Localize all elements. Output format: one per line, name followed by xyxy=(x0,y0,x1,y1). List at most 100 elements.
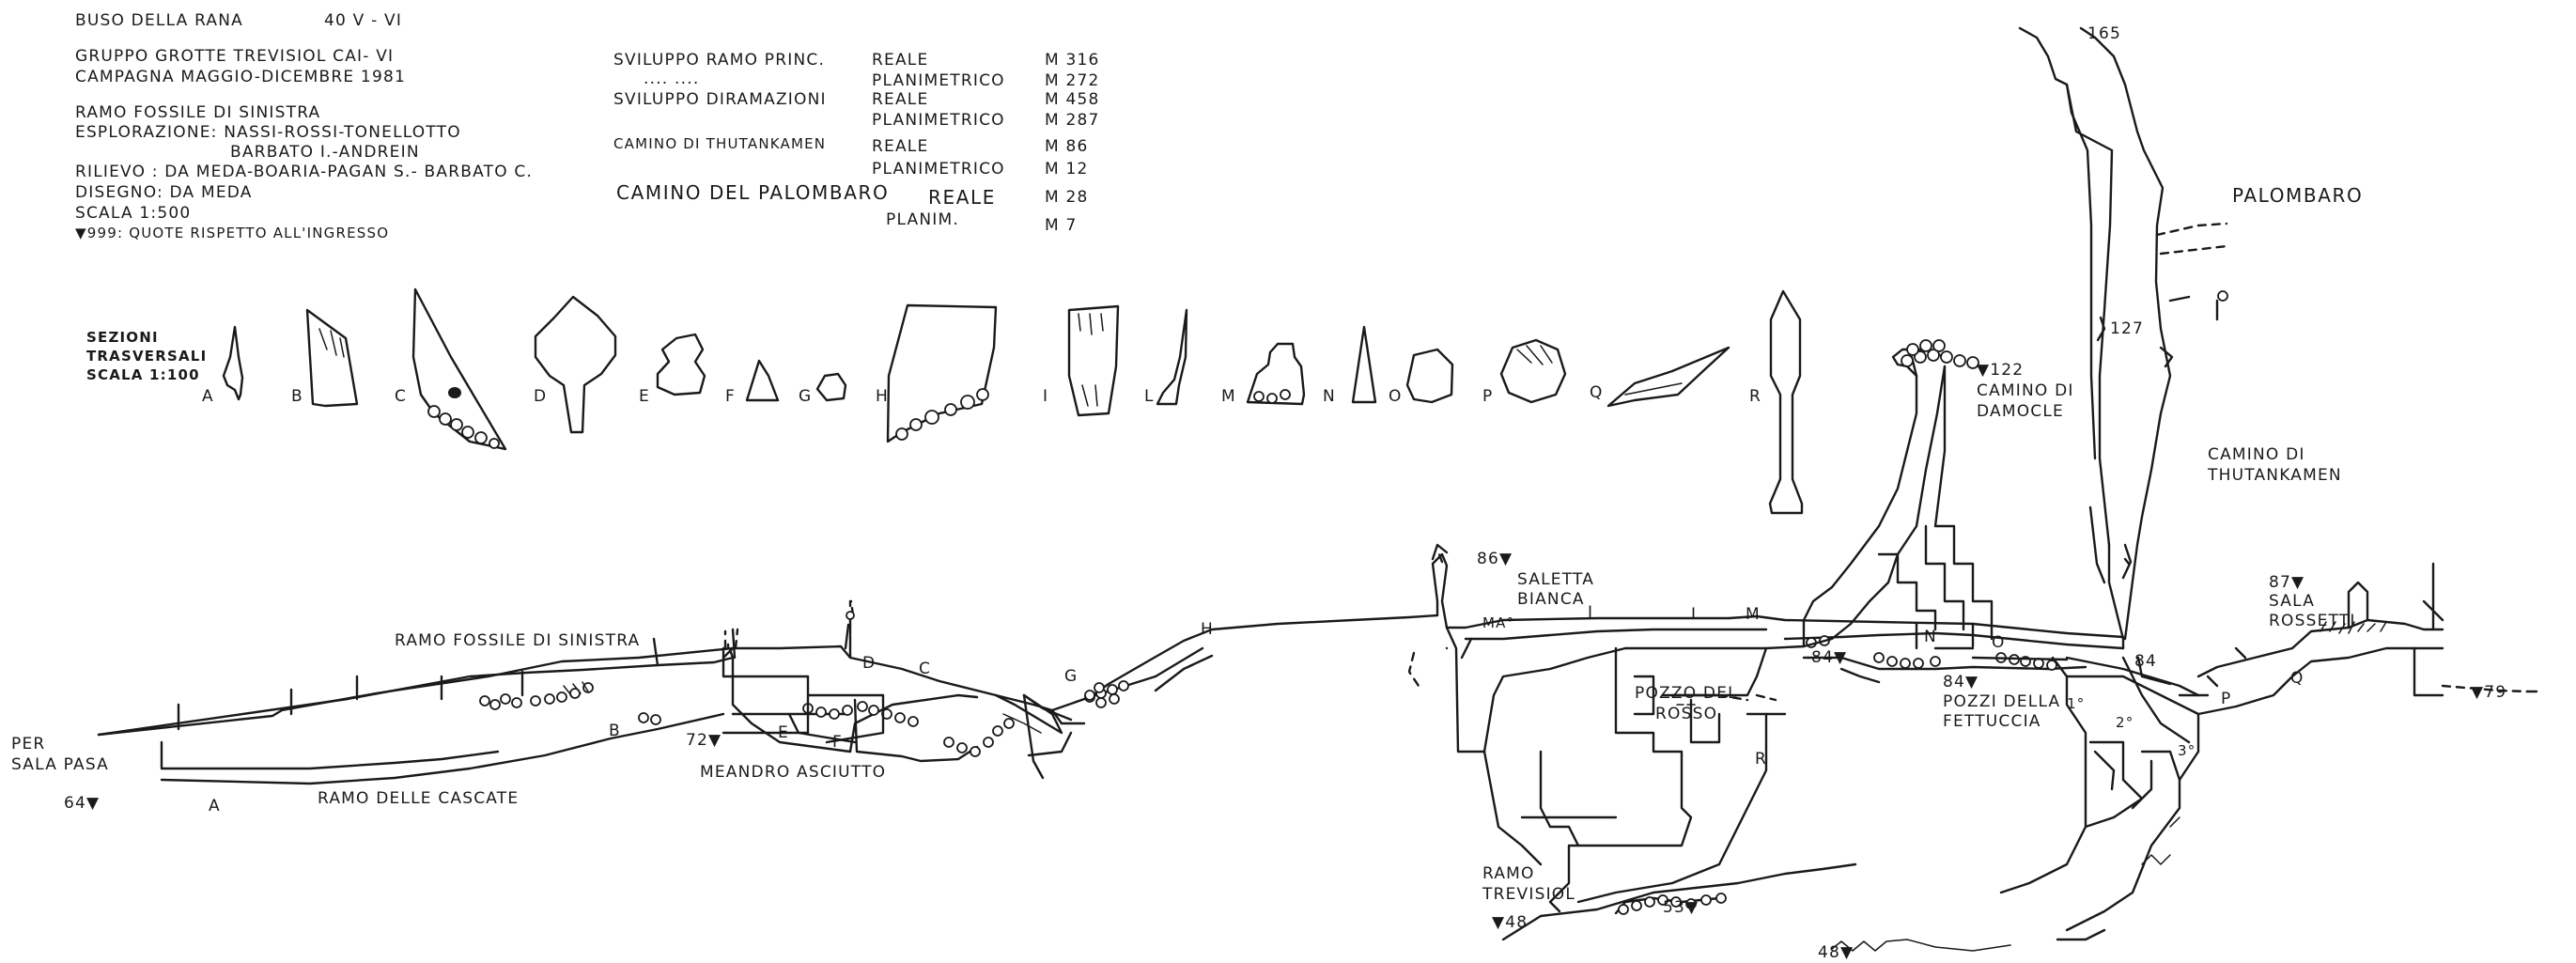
meas-type-2: REALE xyxy=(872,90,929,109)
map-letter-a: A xyxy=(209,797,221,815)
meas-type-7: PLANIM. xyxy=(886,210,959,229)
section-e xyxy=(656,333,706,396)
section-p xyxy=(1499,338,1567,404)
map-letter-h: H xyxy=(1201,620,1214,639)
meas-label-4: CAMINO DI THUTANKAMEN xyxy=(613,135,827,152)
section-m xyxy=(1246,342,1306,406)
branch-title: RAMO FOSSILE DI SINISTRA xyxy=(75,103,321,122)
section-i xyxy=(1067,304,1120,417)
meas-type-3: PLANIMETRICO xyxy=(872,111,1005,130)
quote-48a: ▼48 xyxy=(1492,913,1529,932)
section-h xyxy=(886,303,998,443)
sections-title-2: TRASVERSALI xyxy=(86,348,208,365)
meas-type-6: REALE xyxy=(928,186,996,209)
quote-79: ▼79 xyxy=(2471,683,2507,702)
label-sala-rossetti-1: SALA xyxy=(2269,592,2316,611)
quote-legend: ▼999: QUOTE RISPETTO ALL'INGRESSO xyxy=(75,225,390,241)
quote-127: 127 xyxy=(2110,319,2145,338)
map-letter-f: F xyxy=(832,733,843,752)
label-saletta-1: SALETTA xyxy=(1517,570,1595,589)
section-n xyxy=(1351,325,1377,404)
map-letter-n: N xyxy=(1924,628,1937,646)
quote-84c: 84 xyxy=(2134,652,2158,671)
label-saletta-2: BIANCA xyxy=(1517,590,1585,609)
label-pozzo-rosso-1: POZZO DEL xyxy=(1635,684,1738,703)
quote-87: 87▼ xyxy=(2269,573,2305,592)
section-letter-o: O xyxy=(1389,387,1403,406)
section-letter-p: P xyxy=(1482,387,1494,406)
quote-84a: 84▼ xyxy=(1811,648,1848,667)
label-pozzo-rosso-2: ROSSO xyxy=(1655,705,1718,723)
map-letter-1: 1° xyxy=(2067,695,2086,712)
label-meandro: MEANDRO ASCIUTTO xyxy=(700,763,887,782)
sections-title-1: SEZIONI xyxy=(86,329,159,346)
meas-label-1: .... .... xyxy=(644,70,700,88)
label-palombaro: PALOMBARO xyxy=(2232,184,2364,207)
survey-credit: RILIEVO : DA MEDA-BOARIA-PAGAN S.- BARBA… xyxy=(75,163,534,181)
label-pozzi-fettuccia-1: POZZI DELLA xyxy=(1943,692,2061,711)
meas-value-7: M 7 xyxy=(1045,216,1078,235)
quote-48b: 48▼ xyxy=(1818,943,1854,962)
map-letter-d: D xyxy=(862,654,877,673)
quote-84b: 84▼ xyxy=(1943,673,1979,691)
drawing-credit: DISEGNO: DA MEDA xyxy=(75,183,253,202)
quote-86: 86▼ xyxy=(1477,550,1513,568)
section-letter-l: L xyxy=(1144,387,1155,406)
cave-code: 40 V - VI xyxy=(324,11,403,30)
section-letter-q: Q xyxy=(1590,383,1604,402)
label-camino-damocle-1: CAMINO DI xyxy=(1977,381,2074,400)
quote-122: ▼122 xyxy=(1977,361,2025,380)
label-camino-thut-2: THUTANKAMEN xyxy=(2208,466,2342,485)
map-letter-m: M xyxy=(1746,605,1761,624)
section-letter-r: R xyxy=(1749,387,1762,406)
meas-value-2: M 458 xyxy=(1045,90,1100,109)
group-name: GRUPPO GROTTE TREVISIOL CAI- VI xyxy=(75,47,395,66)
section-letter-a: A xyxy=(202,387,214,406)
label-ramo-trevisiol-1: RAMO xyxy=(1482,864,1535,883)
section-f xyxy=(745,359,780,402)
section-letter-e: E xyxy=(639,387,650,406)
section-d xyxy=(534,295,617,434)
quote-72: 72▼ xyxy=(686,731,722,750)
section-b xyxy=(305,308,359,408)
meas-value-0: M 316 xyxy=(1045,51,1100,70)
section-letter-b: B xyxy=(291,387,303,406)
meas-label-0: SVILUPPO RAMO PRINC. xyxy=(613,51,826,70)
label-ramo-trevisiol-2: TREVISIOL xyxy=(1482,885,1576,904)
meas-type-1: PLANIMETRICO xyxy=(872,71,1005,90)
meas-value-1: M 272 xyxy=(1045,71,1100,90)
map-letter-g: G xyxy=(1064,667,1079,686)
map-letter-b: B xyxy=(609,722,621,740)
section-letter-g: G xyxy=(799,387,813,406)
quote-53: 53▼ xyxy=(1663,898,1699,917)
exploration-line-2: BARBATO I.-ANDREIN xyxy=(230,143,420,162)
section-r xyxy=(1768,289,1804,515)
cave-profile xyxy=(97,26,2538,952)
map-letter-l: L xyxy=(1691,605,1701,624)
map-letter-ma: Ma° xyxy=(1482,614,1515,631)
label-ramo-cascate: RAMO DELLE CASCATE xyxy=(318,789,520,808)
quote-165: 165 xyxy=(2087,24,2122,43)
section-letter-n: N xyxy=(1323,387,1336,406)
sections-title-3: SCALA 1:100 xyxy=(86,366,200,383)
meas-type-5: PLANIMETRICO xyxy=(872,160,1005,179)
section-o xyxy=(1405,348,1454,404)
label-per-sala-pasa-1: PER xyxy=(11,735,46,753)
map-letter-e: E xyxy=(778,723,789,742)
map-letter-c: C xyxy=(919,660,932,678)
campaign: CAMPAGNA MAGGIO-DICEMBRE 1981 xyxy=(75,68,406,86)
section-l xyxy=(1156,308,1188,406)
quote-64: 64▼ xyxy=(64,794,101,813)
map-letter-i: I xyxy=(1588,603,1594,622)
label-sala-rossetti-2: ROSSETTI xyxy=(2269,612,2356,630)
label-per-sala-pasa-2: SALA PASA xyxy=(11,755,109,774)
section-q xyxy=(1606,346,1730,408)
meas-label-6: CAMINO DEL PALOMBARO xyxy=(616,181,890,204)
map-letter-o: O xyxy=(1992,633,2006,652)
exploration-line-1: ESPLORAZIONE: NASSI-ROSSI-TONELLOTTO xyxy=(75,123,461,142)
meas-value-6: M 28 xyxy=(1045,188,1089,207)
map-letter-p: P xyxy=(2221,690,2232,708)
section-letter-f: F xyxy=(725,387,736,406)
map-letter-3: 3° xyxy=(2178,742,2196,759)
